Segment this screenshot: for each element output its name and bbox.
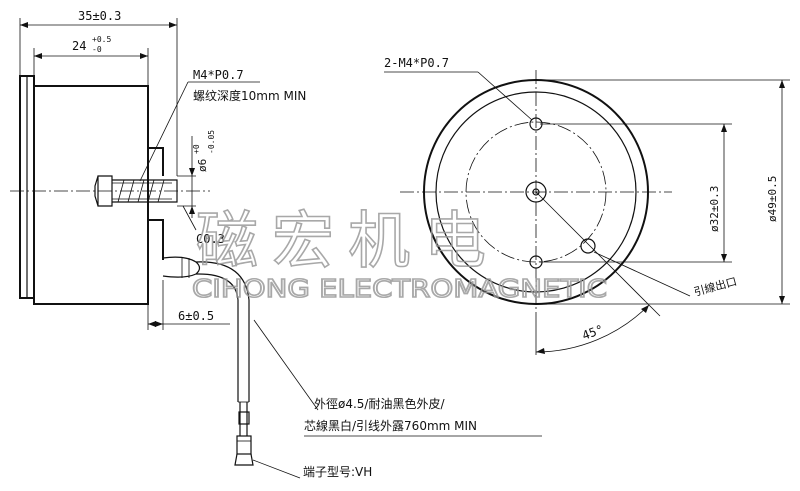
dim-lead-offset: 6±0.5 [178,309,214,323]
front-view: 2-M4*P0.7 ø32±0.3 ø49±0.5 引線出口 45° [384,56,790,355]
cable-body [195,261,250,402]
lead-exit-hole [580,238,596,254]
cable-spec-line-1: 外徑ø4.5/耐油黑色外皮/ [314,397,445,411]
angle-ray [535,191,661,317]
dim-bore-upper-tol: +0 [192,144,201,154]
watermark-en: CIHONG ELECTROMAGNETIC [192,274,607,303]
dim-body-length-upper-tol: +0.5 [92,35,111,44]
side-view: 35±0.3 24 +0.5 -0 M4*P0.7 螺纹深度10mm MIN ø… [10,9,306,330]
wire-sleeve [238,411,250,425]
connector-leader [252,459,301,479]
thread-holes-label: 2-M4*P0.7 [384,56,449,70]
cable: 外徑ø4.5/耐油黑色外皮/ 芯線黑白/引线外露760mm MIN 端子型号:V… [195,261,542,479]
cable-spec-line-2: 芯線黑白/引线外露760mm MIN [304,418,477,433]
watermark-cn: 磁宏机电 [196,204,500,277]
cable-spec-leader [253,319,319,411]
rear-stub [148,147,164,260]
thread-holes-leader [477,71,533,121]
dim-bore: ø6 [196,159,209,172]
dim-outer-diameter: ø49±0.5 [766,176,779,222]
thread-label-1: M4*P0.7 [193,68,244,82]
magnet-body [33,85,149,305]
dim-total-length: 35±0.3 [78,9,121,23]
lead-exit-label: 引線出口 [692,274,738,299]
angle-label: 45° [580,322,605,343]
thread-leader [139,81,189,182]
chamfer-label: C0.3 [196,232,225,246]
connector-label: 端子型号:VH [303,465,372,479]
dim-pcd: ø32±0.3 [708,186,721,232]
center-boss [525,181,547,203]
connector [236,435,252,455]
lead-exit-leader [593,251,691,297]
chamfer-leader [182,205,197,231]
threaded-bore [94,175,178,207]
watermark: 磁宏机电 CIHONG ELECTROMAGNETIC [191,203,608,304]
dim-body-length-lower-tol: -0 [92,45,102,54]
angle-arc [535,304,650,353]
cable-wires [239,402,248,436]
dim-bore-lower-tol: -0.05 [207,130,216,154]
dim-body-length: 24 [72,39,86,53]
thread-label-2: 螺纹深度10mm MIN [193,88,306,103]
